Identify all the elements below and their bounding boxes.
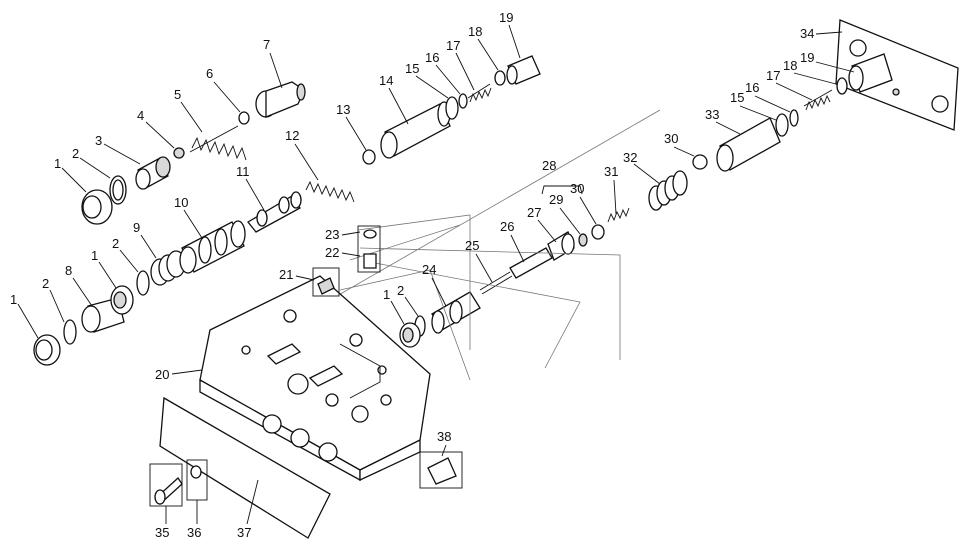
part-housing-14 (380, 101, 451, 159)
label-c5: 5 (174, 87, 181, 102)
part-plug-38 (419, 451, 463, 489)
part-ring-2-top (109, 175, 127, 205)
label-n37: 37 (237, 525, 251, 540)
label-r15: 15 (730, 90, 744, 105)
label-t18: 18 (468, 24, 482, 39)
label-m26: 26 (500, 219, 514, 234)
part-spring-12 (305, 180, 355, 203)
label-m2: 2 (397, 283, 404, 298)
part-spring-5 (189, 125, 247, 161)
label-t15: 15 (405, 61, 419, 76)
label-m30b: 30 (570, 181, 584, 196)
part-nut-30-right (692, 154, 708, 170)
part-washer-16-top (458, 93, 468, 109)
label-b2: 2 (42, 276, 49, 291)
label-m25: 25 (465, 238, 479, 253)
part-washer-6 (238, 111, 250, 125)
label-b10: 10 (174, 195, 188, 210)
part-spool-26 (509, 247, 553, 279)
part-spring-32 (648, 170, 688, 211)
label-h22: 22 (325, 245, 339, 260)
label-b2b: 2 (112, 236, 119, 251)
label-b1: 1 (10, 292, 17, 307)
label-n36: 36 (187, 525, 201, 540)
part-spool-10 (179, 220, 246, 274)
part-nut-30-center (591, 224, 605, 240)
label-t17: 17 (446, 38, 460, 53)
label-r34: 34 (800, 26, 814, 41)
label-b1b: 1 (91, 248, 98, 263)
part-cap-1-mid (110, 285, 134, 315)
part-cap-1-top (81, 189, 113, 225)
label-b8: 8 (65, 263, 72, 278)
part-washer-29 (578, 233, 588, 247)
part-plug-7 (255, 81, 306, 118)
part-nut-13 (362, 149, 376, 165)
label-m28: 28 (542, 158, 556, 173)
part-sleeve-3 (135, 156, 171, 190)
label-r16: 16 (745, 80, 759, 95)
label-m30: 30 (664, 131, 678, 146)
part-pin-17-right (803, 89, 833, 111)
part-washer-18-right (836, 77, 848, 95)
part-ring-15-right (775, 113, 789, 137)
part-cap-1-left (33, 334, 61, 366)
label-c7: 7 (263, 37, 270, 52)
label-t14: 14 (379, 73, 393, 88)
part-sleeve-24 (431, 291, 481, 334)
part-valve-body-20 (199, 275, 431, 482)
part-washer-36 (186, 459, 208, 501)
part-ring-2-left (63, 319, 77, 345)
label-m1: 1 (383, 287, 390, 302)
label-m24: 24 (422, 262, 436, 277)
label-h21: 21 (279, 267, 293, 282)
part-piston-27 (547, 231, 575, 261)
bracket-28 (541, 185, 583, 195)
part-valve-11 (247, 191, 302, 233)
part-housing-33 (716, 117, 781, 172)
label-c2: 2 (72, 146, 79, 161)
label-m27: 27 (527, 205, 541, 220)
label-n35: 35 (155, 525, 169, 540)
part-ring-15-top (445, 96, 459, 120)
label-c1: 1 (54, 156, 61, 171)
label-r19: 19 (800, 50, 814, 65)
label-t13: 13 (336, 102, 350, 117)
label-r18: 18 (783, 58, 797, 73)
label-b12: 12 (285, 128, 299, 143)
label-m29: 29 (549, 192, 563, 207)
part-ball-4 (173, 147, 185, 159)
label-b11: 11 (236, 164, 250, 179)
part-fitting-19-top (506, 55, 541, 85)
label-h23: 23 (325, 227, 339, 242)
label-h20: 20 (155, 367, 169, 382)
part-seal-23 (363, 229, 377, 239)
part-washer-16-right (789, 109, 799, 127)
part-washer-18-top (494, 70, 506, 86)
part-cap-1-center (399, 322, 421, 348)
label-r33: 33 (705, 107, 719, 122)
part-plug-21 (312, 267, 340, 297)
part-rod-25 (479, 271, 513, 295)
label-c6: 6 (206, 66, 213, 81)
part-screw-22 (357, 225, 381, 273)
part-spring-31 (607, 207, 630, 223)
part-gasket-37 (159, 396, 331, 539)
label-c3: 3 (95, 133, 102, 148)
label-b9: 9 (133, 220, 140, 235)
label-t19: 19 (499, 10, 513, 25)
label-n38: 38 (437, 429, 451, 444)
part-bolt-35 (149, 463, 183, 507)
part-plate-34 (835, 19, 959, 131)
part-ring-2-mid (136, 270, 150, 296)
label-r17: 17 (766, 68, 780, 83)
label-t16: 16 (425, 50, 439, 65)
part-pin-17-top (467, 83, 492, 103)
label-c4: 4 (137, 108, 144, 123)
label-m31: 31 (604, 164, 618, 179)
label-m32: 32 (623, 150, 637, 165)
